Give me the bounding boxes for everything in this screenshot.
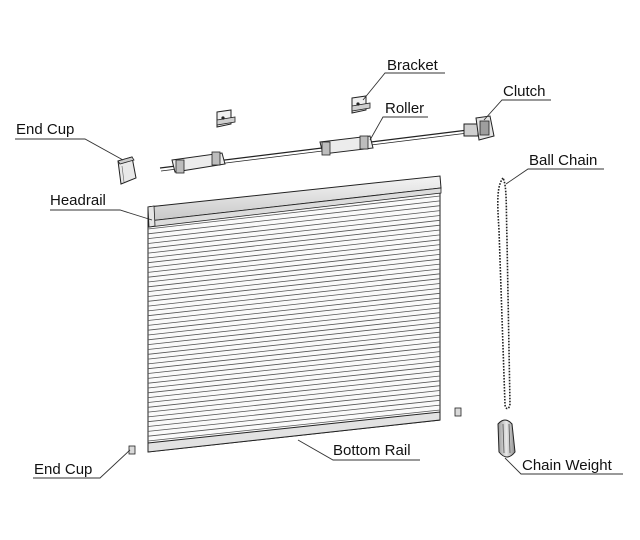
pleat-line	[147, 263, 441, 297]
end-cup-bottom-leader	[33, 449, 131, 479]
pleat-line	[147, 370, 441, 403]
pleat-line	[147, 258, 441, 292]
pleat-line	[147, 341, 441, 374]
pleat-line	[147, 195, 441, 230]
pleat-line	[147, 234, 441, 268]
pleat-line	[147, 375, 441, 408]
pleat-line	[147, 322, 441, 355]
pleat-line	[147, 283, 441, 317]
clutch	[463, 115, 495, 141]
pleat-line	[147, 351, 441, 384]
bracket-left	[216, 109, 236, 128]
bottom-rail-label: Bottom Rail	[333, 442, 411, 459]
bracket-label: Bracket	[387, 57, 438, 74]
end-cup-bottom-left	[128, 445, 136, 455]
clutch-leader	[483, 99, 551, 121]
bracket-right	[351, 95, 371, 114]
pleat-line	[147, 205, 441, 239]
pleat-line	[147, 210, 441, 244]
end-cup-bottom-right	[454, 407, 462, 417]
pleat-line	[147, 346, 441, 379]
pleat-line	[147, 399, 441, 432]
pleat-line	[147, 317, 441, 350]
pleat-line	[147, 224, 441, 259]
shade-fabric	[147, 180, 441, 453]
end-cup-top	[117, 156, 137, 185]
headrail-leader	[50, 209, 153, 221]
end-cup-top-label: End Cup	[16, 121, 75, 138]
leader-lines	[15, 72, 623, 479]
pleat-line	[147, 200, 441, 235]
pleat-line	[147, 390, 441, 423]
pleat-line	[147, 302, 441, 336]
pleat-line	[147, 336, 441, 370]
bottom-rail-leader	[297, 439, 420, 461]
pleat-line	[147, 273, 441, 307]
pleat-line	[147, 278, 441, 312]
ball-chain-label: Ball Chain	[529, 152, 598, 169]
chain-weight-label: Chain Weight	[522, 457, 612, 474]
pleat-line	[147, 361, 441, 394]
headrail	[147, 175, 442, 228]
pleat-line	[147, 404, 441, 437]
pleat-line	[147, 239, 441, 273]
pleat-line	[147, 219, 441, 254]
pleat-line	[147, 268, 441, 302]
roller-leader	[369, 116, 428, 141]
pleat-line	[147, 395, 441, 427]
pleat-line	[147, 229, 441, 264]
roller-label: Roller	[385, 100, 425, 117]
pleat-line	[147, 312, 441, 345]
pleat-line	[147, 292, 441, 326]
pleat-line	[147, 409, 441, 442]
chain-weight	[497, 419, 516, 458]
pleat-line	[147, 385, 441, 418]
pleat-line	[147, 380, 441, 413]
end-cup-bottom-label: End Cup	[34, 461, 93, 478]
pleat-line	[147, 307, 441, 341]
headrail-label: Headrail	[50, 192, 106, 209]
roller	[159, 129, 469, 174]
pleat-line	[147, 331, 441, 365]
pleat-line	[147, 244, 441, 278]
bottom-rail	[147, 411, 441, 453]
pleat-line	[147, 288, 441, 321]
clutch-label: Clutch	[503, 83, 546, 100]
pleat-line	[147, 356, 441, 389]
pleat-line	[147, 249, 441, 283]
pleat-line	[147, 365, 441, 398]
bracket-leader	[362, 72, 445, 101]
ball-chain	[497, 176, 511, 410]
pleat-line	[147, 326, 441, 360]
end-cup-top-leader	[15, 138, 124, 161]
ball-chain-leader	[505, 168, 604, 185]
chain-weight-leader	[504, 457, 623, 475]
pleat-line	[147, 297, 441, 331]
pleat-line	[147, 254, 441, 288]
pleat-line	[147, 215, 441, 249]
